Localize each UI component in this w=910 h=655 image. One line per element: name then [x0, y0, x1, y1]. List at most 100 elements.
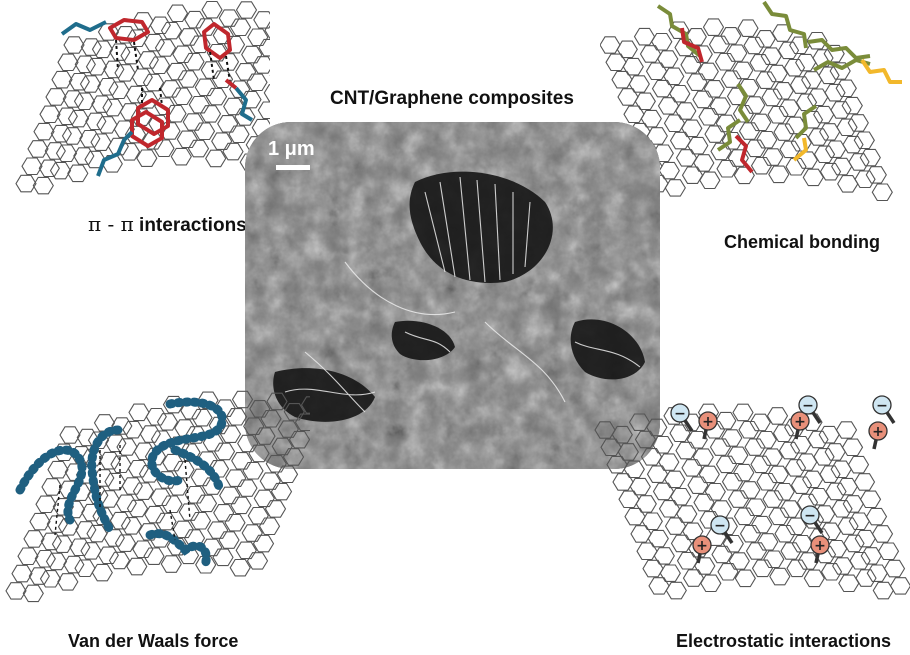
- negative-charge-marker: [710, 515, 730, 535]
- graphene-lattice: [15, 0, 270, 195]
- lattice-hexagon: [41, 478, 63, 496]
- lattice-hexagon: [693, 493, 715, 512]
- lattice-hexagon: [219, 425, 242, 443]
- lattice-hexagon: [172, 45, 194, 64]
- lattice-hexagon: [640, 109, 662, 128]
- lattice-hexagon: [663, 67, 685, 86]
- lattice-hexagon: [687, 136, 709, 155]
- negative-charge-sign: −: [876, 398, 888, 414]
- lattice-hexagon: [813, 105, 835, 124]
- lattice-hexagon: [664, 517, 687, 535]
- lattice-hexagon: [629, 477, 651, 496]
- lattice-hexagon: [125, 85, 147, 104]
- lattice-hexagon: [802, 470, 824, 489]
- lattice-hexagon: [670, 487, 692, 506]
- lattice-hexagon: [207, 521, 229, 539]
- lattice-hexagon: [148, 56, 171, 75]
- lattice-hexagon: [79, 75, 102, 93]
- lattice-hexagon: [260, 410, 282, 428]
- lattice-hexagon: [213, 442, 236, 461]
- alkyl-chains: [60, 20, 254, 177]
- lattice-hexagon: [763, 550, 785, 569]
- lattice-hexagon: [733, 463, 755, 482]
- lattice-hexagon: [229, 558, 251, 577]
- negative-charge-sign: −: [714, 518, 726, 534]
- lattice-hexagon: [823, 44, 845, 63]
- lattice-hexagon: [825, 482, 847, 501]
- lattice-hexagon: [669, 424, 691, 443]
- lattice-hexagon: [300, 396, 310, 414]
- lattice-hexagon: [642, 559, 664, 578]
- lattice-hexagon: [184, 10, 206, 29]
- graphene-lattice: [594, 403, 910, 600]
- lattice-hexagon: [67, 109, 90, 128]
- lattice-hexagon: [807, 88, 829, 107]
- lattice-hexagon: [836, 118, 858, 137]
- lattice-hexagon: [74, 559, 96, 578]
- lattice-hexagon: [837, 517, 859, 535]
- lattice-hexagon: [277, 420, 299, 438]
- lattice-hexagon: [177, 70, 199, 88]
- lattice-hexagon: [156, 471, 178, 489]
- lattice-hexagon: [692, 90, 714, 109]
- lattice-hexagon: [108, 551, 131, 570]
- lattice-hexagon: [61, 127, 84, 145]
- lattice-hexagon: [761, 448, 783, 466]
- positive-charge-sign: +: [696, 538, 708, 554]
- lattice-hexagon: [716, 159, 738, 178]
- lattice-hexagon: [818, 66, 840, 85]
- positive-charge-sign: +: [814, 538, 826, 554]
- lattice-hexagon: [80, 542, 102, 560]
- lattice-hexagon: [283, 403, 305, 421]
- lattice-hexagon: [120, 517, 143, 535]
- lattice-hexagon: [714, 52, 737, 71]
- lattice-hexagon: [745, 542, 768, 560]
- lattice-hexagon: [294, 413, 310, 432]
- lattice-hexagon: [57, 573, 79, 591]
- lattice-hexagon: [791, 534, 813, 553]
- lattice-hexagon: [69, 538, 91, 557]
- lattice-hexagon: [773, 482, 795, 501]
- lattice-hexagon: [183, 52, 205, 71]
- lattice-hexagon: [51, 70, 73, 89]
- lattice-hexagon: [63, 555, 85, 574]
- lattice-hexagon: [253, 11, 270, 29]
- lattice-hexagon: [121, 477, 143, 495]
- lattice-hexagon: [841, 438, 864, 457]
- lattice-hexagon: [711, 545, 733, 564]
- lattice-hexagon: [865, 507, 888, 526]
- lattice-hexagon: [812, 49, 834, 67]
- figure-title: CNT/Graphene composites: [330, 88, 574, 109]
- negative-charge-marker: [800, 505, 820, 525]
- lattice-hexagon: [665, 581, 687, 600]
- lattice-hexagon: [744, 438, 766, 456]
- lattice-hexagon: [670, 534, 693, 553]
- lattice-hexagon: [717, 563, 739, 581]
- lattice-hexagon: [652, 482, 675, 501]
- lattice-hexagon: [236, 479, 258, 497]
- van-der-waals-diagram: [5, 390, 310, 603]
- lattice-hexagon: [187, 139, 210, 158]
- lattice-hexagon: [687, 476, 709, 494]
- lattice-hexagon: [39, 105, 61, 124]
- lattice-hexagon: [751, 515, 773, 534]
- lattice-hexagon: [217, 53, 240, 71]
- lattice-hexagon: [195, 494, 218, 513]
- lattice-hexagon: [73, 147, 95, 165]
- lattice-hexagon: [831, 157, 853, 176]
- lattice-hexagon: [872, 581, 894, 600]
- lattice-hexagon: [257, 101, 270, 120]
- lattice-hexagon: [633, 27, 656, 46]
- lattice-hexagon: [258, 38, 270, 57]
- lattice-hexagon: [237, 434, 259, 453]
- lattice-hexagon: [247, 28, 269, 47]
- lattice-hexagon: [616, 40, 638, 59]
- lattice-hexagon: [160, 80, 182, 98]
- lattice-hexagon: [145, 407, 167, 426]
- lattice-hexagon: [114, 534, 137, 552]
- lattice-hexagon: [110, 455, 132, 474]
- sem-nanotube-strands: [284, 176, 641, 413]
- lattice-hexagon: [641, 512, 663, 531]
- lattice-hexagon: [709, 97, 731, 115]
- positive-charge-sign: +: [872, 424, 884, 440]
